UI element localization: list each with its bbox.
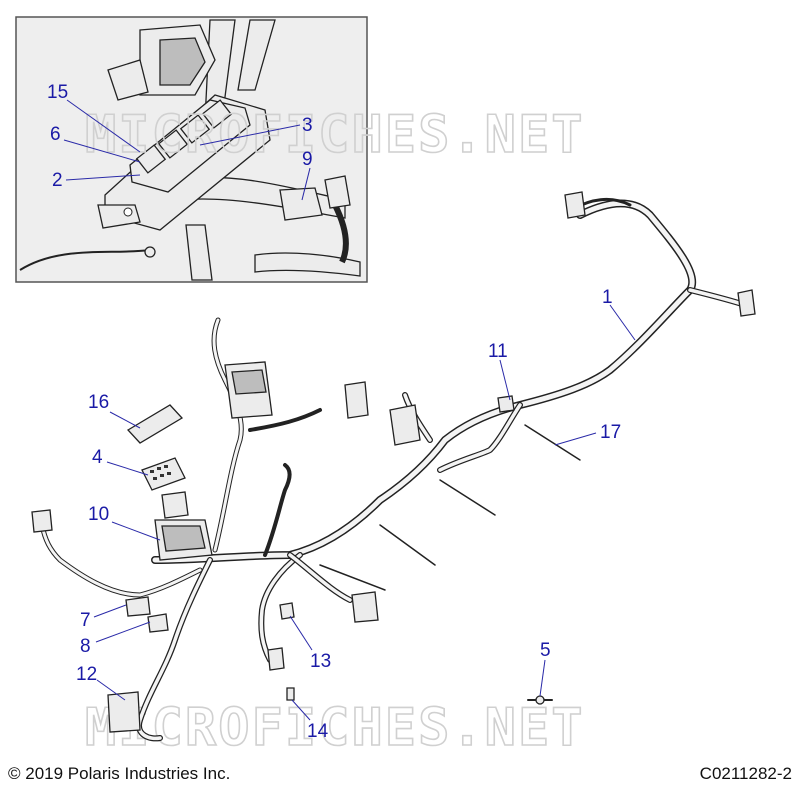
sensor-assembly xyxy=(389,404,421,446)
connector-left xyxy=(31,509,53,533)
callout-11: 11 xyxy=(488,341,508,362)
leader-17 xyxy=(554,432,597,446)
inset-lower-tube xyxy=(254,252,361,277)
callout-2: 2 xyxy=(52,170,63,191)
inset-relays xyxy=(135,99,233,174)
leader-6 xyxy=(63,139,141,163)
callout-14: 14 xyxy=(307,721,329,742)
connector-actuator xyxy=(344,381,369,419)
part-14-fastener xyxy=(286,687,295,701)
callout-5: 5 xyxy=(540,640,551,661)
callout-labels: 15 6 2 3 9 1 11 17 16 4 10 7 8 12 13 14 … xyxy=(47,82,621,742)
callout-6: 6 xyxy=(50,124,61,145)
callout-15: 15 xyxy=(47,82,68,103)
leader-12 xyxy=(96,679,126,701)
module-ecu-face xyxy=(231,369,267,395)
leader-7 xyxy=(93,604,127,618)
watermark-bottom: MICROFICHES.NET xyxy=(85,698,585,758)
leader-15 xyxy=(66,99,141,153)
part-16-cover xyxy=(126,404,184,444)
cable-tie-rod-1 xyxy=(319,564,386,591)
part-5-terminal-ring xyxy=(535,695,545,705)
leader-13 xyxy=(289,615,313,651)
leader-3 xyxy=(199,124,301,146)
callout-4: 4 xyxy=(92,447,103,468)
leader-14 xyxy=(291,699,311,721)
callout-10: 10 xyxy=(88,504,109,525)
harness-branch-small xyxy=(263,463,292,557)
harness-components xyxy=(31,191,756,733)
leader-9 xyxy=(301,167,311,201)
leader-10 xyxy=(111,521,161,541)
inset-bracket-leg xyxy=(185,224,213,281)
cable-tie-rod-4 xyxy=(524,424,581,461)
leader-2 xyxy=(65,174,141,181)
harness-branch-up xyxy=(211,317,244,553)
inset-connector-pins xyxy=(159,37,206,86)
connector-7 xyxy=(125,596,151,617)
callout-8: 8 xyxy=(80,636,91,657)
inset-wire-drop xyxy=(332,203,349,264)
callout-3: 3 xyxy=(302,115,313,136)
inset-harness-branch xyxy=(237,19,276,91)
copyright-notice: © 2019 Polaris Industries Inc. xyxy=(8,764,231,783)
leader-11 xyxy=(499,359,511,401)
callout-13: 13 xyxy=(310,651,331,672)
fuse-box-10-relays xyxy=(161,525,206,552)
inset-wire xyxy=(19,249,151,271)
connector-lower xyxy=(267,647,285,671)
connector-top-right xyxy=(564,191,586,219)
connector-12-bracket xyxy=(107,691,141,733)
connector-lower-right xyxy=(351,591,379,623)
cable-tie-rod-2 xyxy=(379,524,436,566)
connector-fuse-box xyxy=(161,491,189,519)
leader-5 xyxy=(539,659,546,697)
callout-1: 1 xyxy=(602,287,613,308)
diagram-code: C0211282-2 xyxy=(699,764,792,783)
callout-12: 12 xyxy=(76,664,97,685)
inset-side-plug xyxy=(107,59,149,101)
callout-9: 9 xyxy=(302,149,313,170)
callout-16: 16 xyxy=(88,392,109,413)
watermark-top: MICROFICHES.NET xyxy=(85,105,585,165)
connector-8 xyxy=(147,613,169,633)
inset-mount-hole xyxy=(123,207,133,217)
connector-right xyxy=(737,289,756,317)
inset-ring-terminal xyxy=(144,246,156,258)
leader-16 xyxy=(109,411,141,429)
leader-4 xyxy=(106,461,149,476)
part-4-label-cells xyxy=(150,465,171,480)
leader-8 xyxy=(95,621,151,643)
inset-detail-view xyxy=(15,16,368,283)
inset-relay-9 xyxy=(279,187,323,221)
leader-1 xyxy=(609,304,636,341)
inset-small-connector xyxy=(324,175,351,209)
clip-11 xyxy=(497,395,515,413)
clip-13 xyxy=(279,602,295,620)
cable-tie-rod-3 xyxy=(439,479,496,516)
callout-17: 17 xyxy=(600,422,621,443)
leader-lines xyxy=(63,99,636,721)
harness-branch-upper xyxy=(248,408,322,432)
callout-7: 7 xyxy=(80,610,91,631)
